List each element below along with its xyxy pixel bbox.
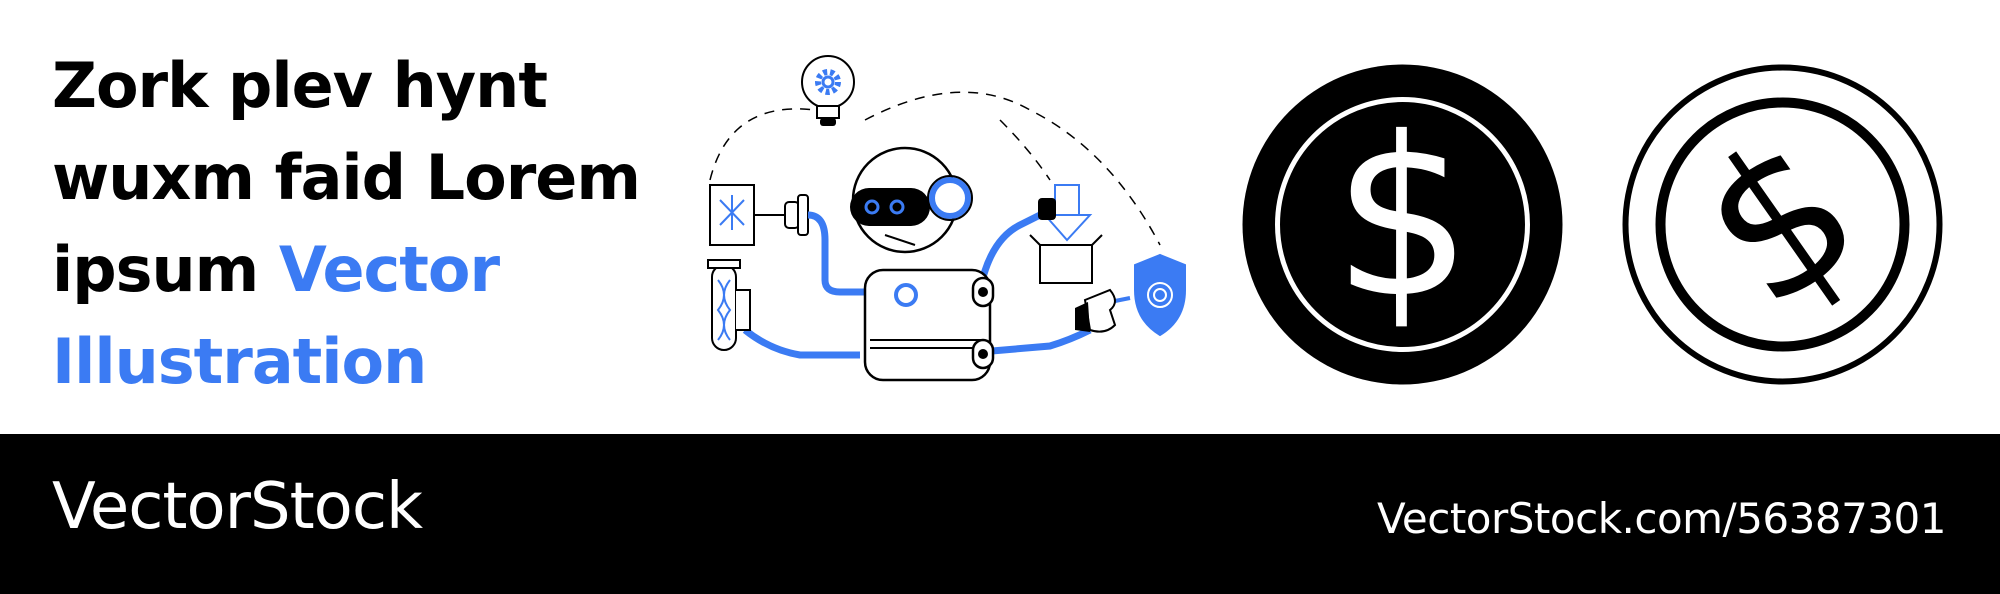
- headline-line-2: wuxm faid Lorem: [52, 141, 641, 214]
- headline: Zork plev hynt wuxm faid Lorem ipsum Vec…: [52, 40, 672, 408]
- footer-bar: VectorStock VectorStock.com/56387301: [0, 434, 2000, 594]
- headline-line-1: Zork plev hynt: [52, 49, 548, 122]
- microscope-slide-icon: [709, 184, 809, 246]
- headline-accent-word: Vector: [278, 233, 500, 306]
- dollar-coin-outline-icon: $: [1622, 64, 1943, 385]
- dollar-sign-solid: $: [1333, 90, 1473, 346]
- dna-test-tube-icon: [707, 259, 751, 351]
- headline-line-4: Illustration: [52, 325, 427, 398]
- robot-icon: [850, 146, 995, 382]
- brand-logo: VectorStock: [52, 470, 423, 544]
- robot-illustration: [707, 55, 1186, 382]
- lightbulb-gear-icon: [801, 55, 855, 126]
- content-area: Zork plev hynt wuxm faid Lorem ipsum Vec…: [52, 40, 1943, 408]
- fingerprint-shield-icon: [1134, 253, 1186, 337]
- headline-plain-word: ipsum: [52, 233, 259, 306]
- headline-line-3: ipsum Vector: [52, 224, 672, 316]
- dollar-coin-solid-icon: $: [1242, 64, 1563, 385]
- download-box-icon: [1029, 184, 1103, 284]
- image-url: VectorStock.com/56387301: [1376, 494, 1947, 543]
